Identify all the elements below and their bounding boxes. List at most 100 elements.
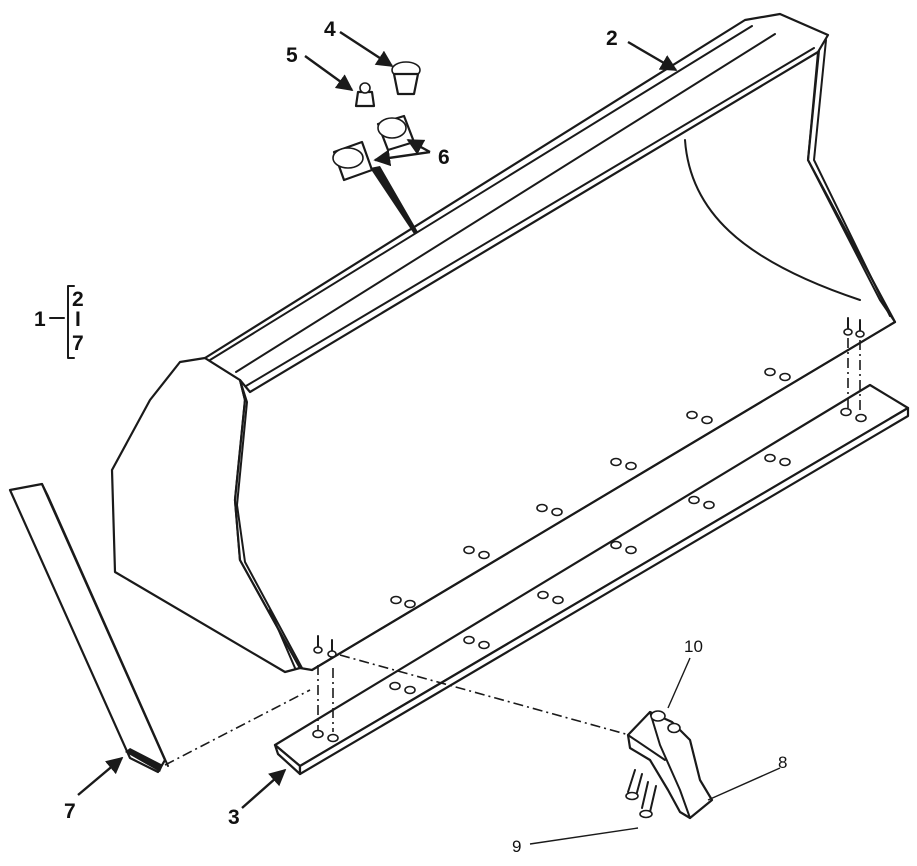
side-cutter-end: [125, 748, 163, 772]
leader-9: [529, 827, 639, 845]
hole: [478, 640, 490, 650]
cap-body: [392, 72, 420, 96]
hole: [536, 503, 548, 513]
nut: [667, 722, 681, 734]
hole: [779, 457, 791, 467]
arrow-5: [304, 55, 354, 91]
alignment-line-tooth: [339, 654, 641, 739]
nut-10: [650, 710, 666, 722]
hole: [463, 545, 475, 555]
bolt: [847, 317, 861, 333]
bucket-body: [110, 12, 897, 674]
assembly-key-dash: I: [75, 308, 81, 331]
left-plate-shadow: [269, 609, 296, 669]
assembly-key-top: 2: [72, 288, 84, 311]
rail-edge-line-2: [235, 33, 776, 373]
callout-3: 3: [228, 806, 240, 829]
side-cutter: [8, 482, 169, 774]
bolt-head: [639, 809, 653, 819]
bushing-1-end: [332, 147, 364, 169]
tooth-body: [626, 710, 714, 820]
side-cutter-edge: [41, 483, 169, 767]
hole: [840, 407, 852, 417]
arrow-6b: [406, 138, 431, 155]
bucket-right-plate-line: [813, 39, 891, 317]
tooth-assembly: [625, 710, 714, 820]
hole: [551, 507, 563, 517]
callout-5: 5: [286, 44, 298, 67]
bolt-head: [625, 791, 639, 801]
arrow-4: [339, 30, 394, 68]
alignment-lines: [164, 338, 861, 766]
hole: [537, 590, 549, 600]
hole: [764, 453, 776, 463]
hole: [610, 540, 622, 550]
callout-2: 2: [606, 27, 618, 50]
callout-4: 4: [324, 18, 336, 41]
hole: [312, 729, 324, 739]
hole: [703, 500, 715, 510]
grease-fitting-tip: [359, 82, 371, 94]
hole: [404, 685, 416, 695]
hole: [701, 415, 713, 425]
callout-arrows: [49, 30, 781, 845]
tooth-lip: [627, 734, 666, 761]
hole: [764, 367, 776, 377]
bucket-inner-curve: [684, 139, 861, 301]
bolt-head: [327, 650, 337, 658]
callout-1: 1: [34, 308, 46, 331]
hole: [625, 461, 637, 471]
bolt-9-shank: [627, 769, 643, 797]
fitting-cap: [391, 61, 421, 96]
arrow-2: [627, 40, 678, 72]
left-plate-inner-line: [236, 379, 303, 669]
bucket-front-edge: [311, 321, 896, 671]
assembly-key-bottom: 7: [72, 332, 84, 355]
hole: [463, 635, 475, 645]
arrow-3: [241, 768, 287, 809]
arrow-6a: [373, 149, 431, 167]
alignment-line-side-cutter: [164, 689, 311, 766]
hole: [552, 595, 564, 605]
arrow-7: [77, 756, 124, 796]
cutting-edge-front: [298, 406, 910, 776]
tooth-ridge: [649, 711, 691, 819]
bushing-2-end: [377, 117, 407, 139]
cutting-edge-holes: [312, 407, 867, 743]
callout-8: 8: [778, 753, 787, 772]
callout-7: 7: [64, 800, 76, 823]
assembly-key-bracket: [67, 285, 75, 359]
hole: [688, 495, 700, 505]
callout-10: 10: [684, 637, 703, 656]
hole: [390, 595, 402, 605]
bolt-head: [313, 646, 323, 654]
leader-10: [667, 657, 691, 709]
bolt: [317, 635, 333, 653]
hole: [610, 457, 622, 467]
callout-9: 9: [512, 837, 521, 856]
bolt-head: [855, 330, 865, 338]
grease-fitting-body: [354, 90, 376, 108]
rail-edge-line: [209, 25, 753, 361]
hole: [389, 681, 401, 691]
rail-edge-line-3: [245, 47, 815, 387]
hole: [404, 599, 416, 609]
hole: [779, 372, 791, 382]
hole: [686, 410, 698, 420]
bucket-holes: [390, 367, 791, 609]
hole: [327, 733, 339, 743]
leader-8: [707, 767, 781, 801]
callout-6: 6: [438, 146, 450, 169]
cutting-edge-bar: [273, 383, 910, 776]
bolt-9-shank-2: [641, 781, 657, 813]
bucket-edge-bolts: [313, 317, 865, 658]
hole: [478, 550, 490, 560]
hole: [625, 545, 637, 555]
bushing-leader: [370, 166, 418, 234]
bolt-head: [843, 328, 853, 336]
grease-fitting: [354, 82, 376, 108]
bushings: [332, 114, 416, 182]
hole: [855, 413, 867, 423]
